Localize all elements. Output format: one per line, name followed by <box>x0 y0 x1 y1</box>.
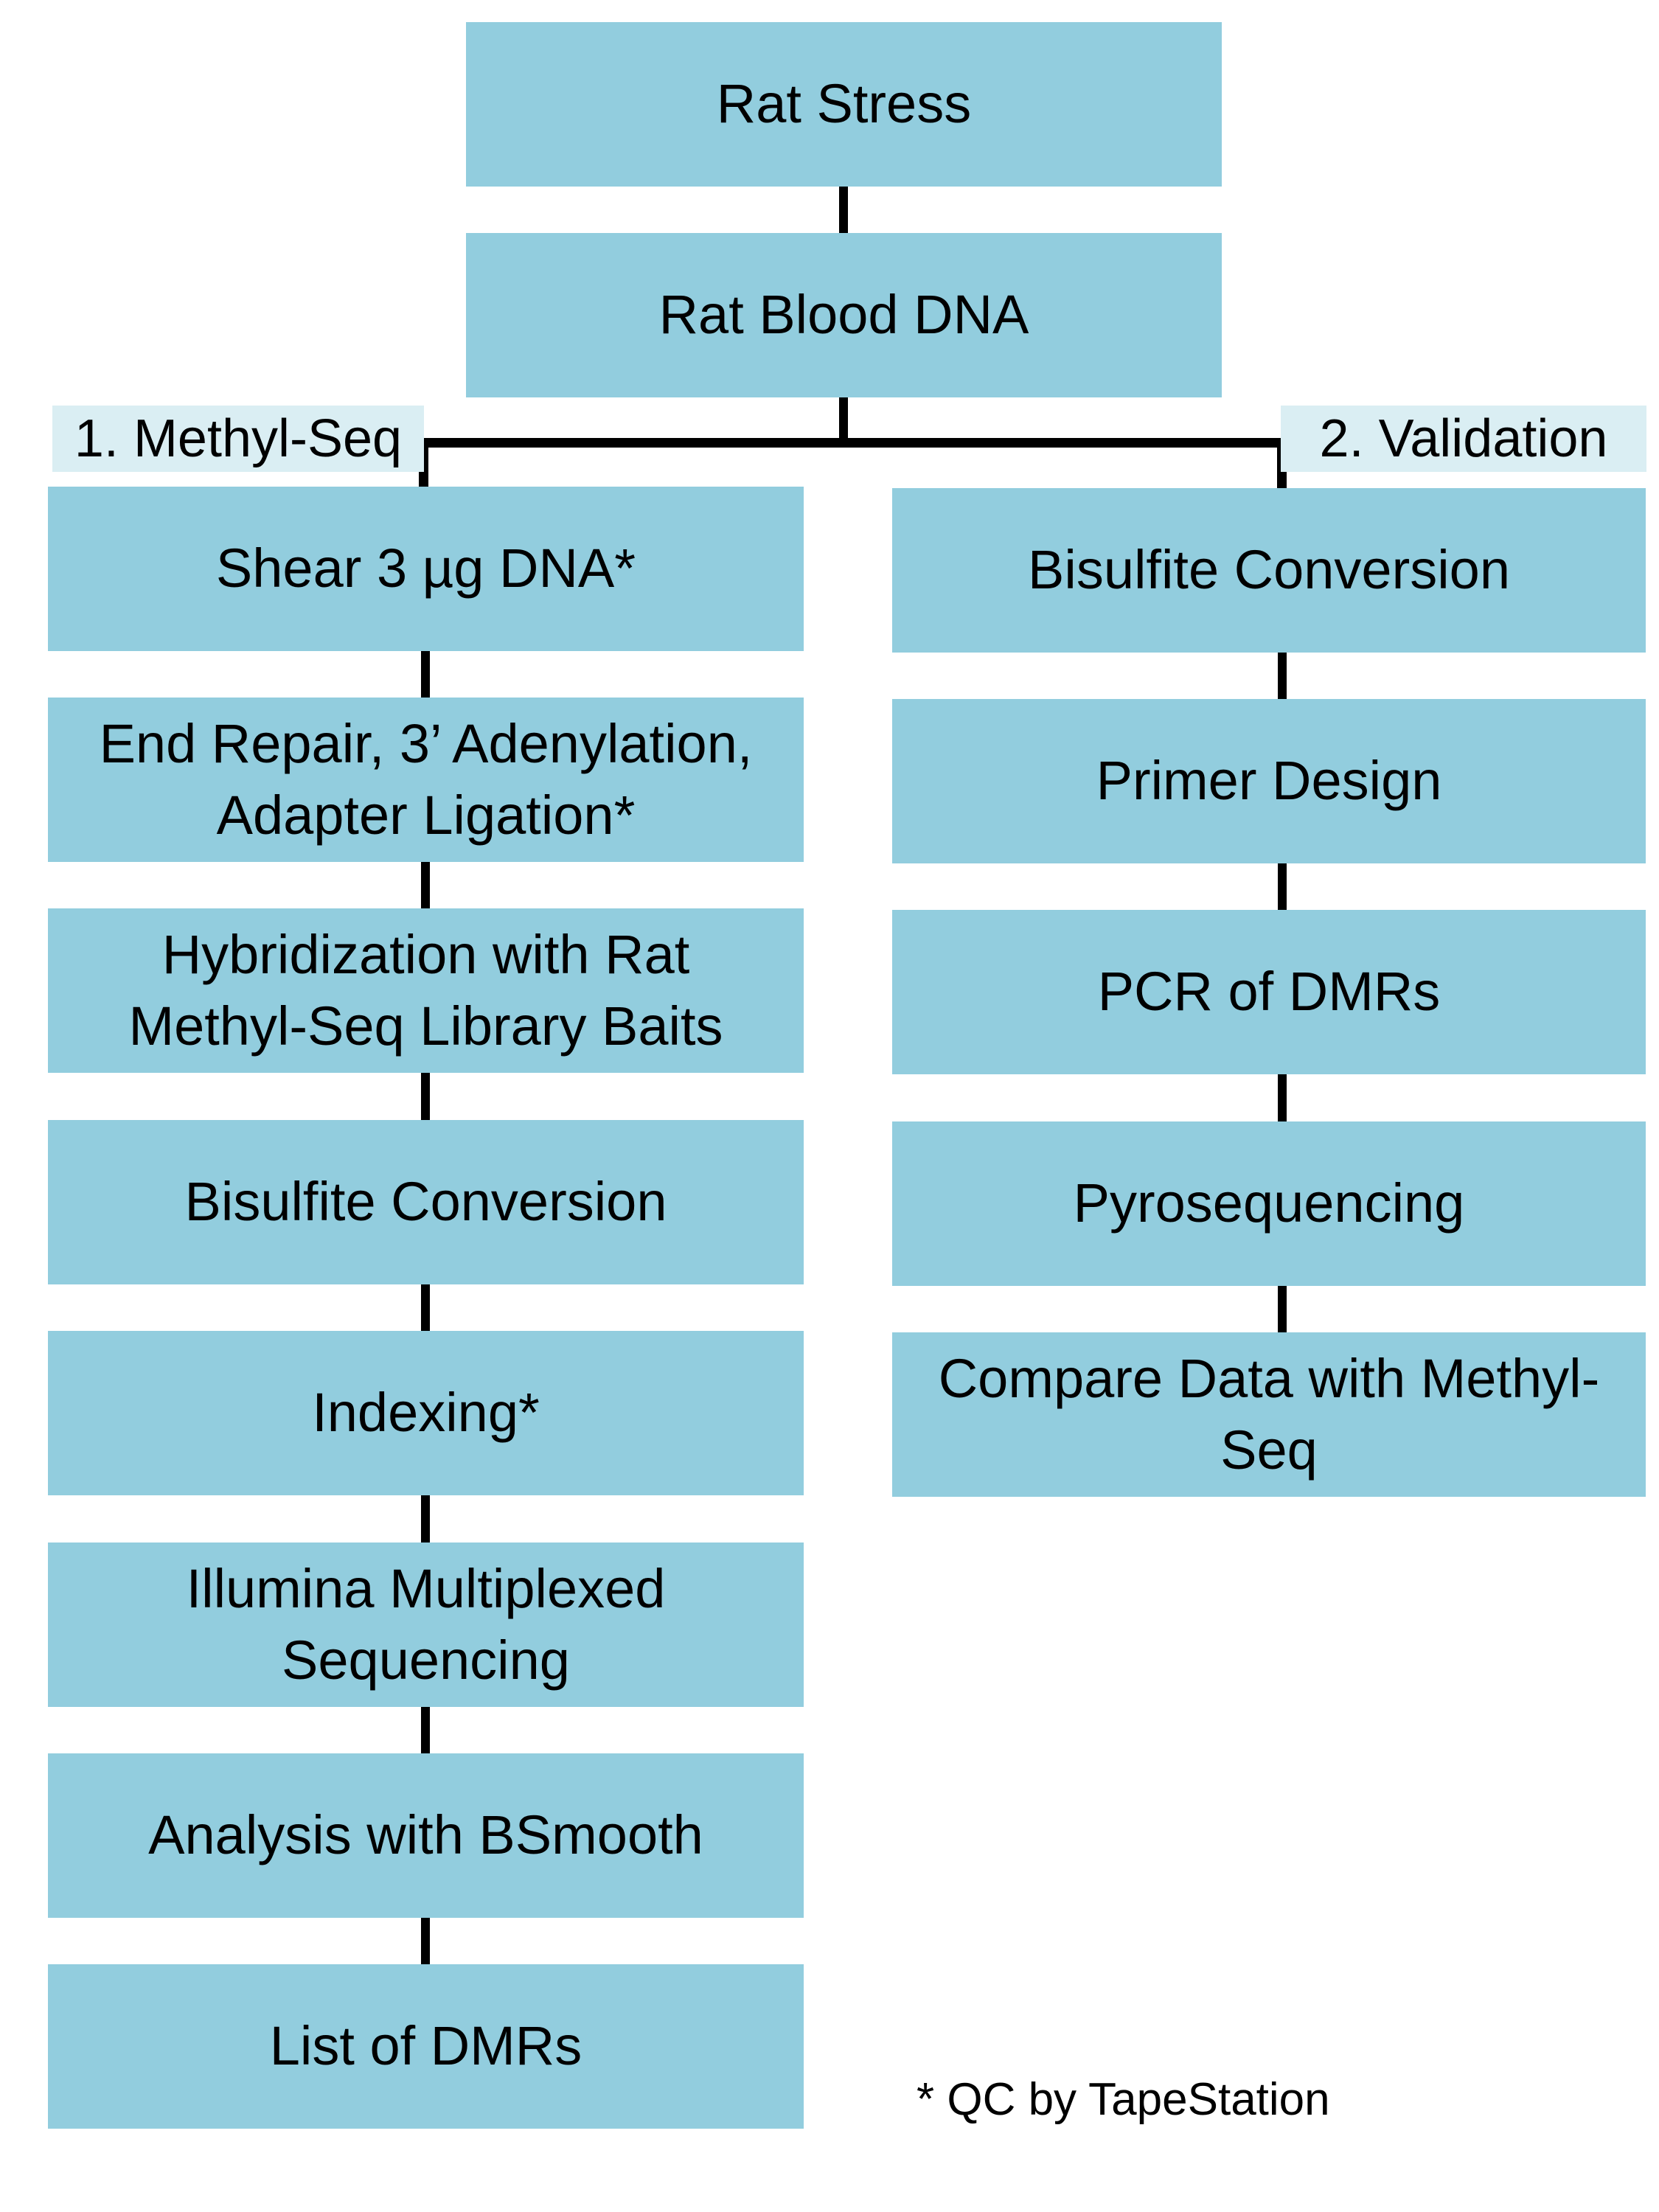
branch-label-methyl-seq: 1. Methyl-Seq <box>52 406 424 472</box>
connector-validation-1 <box>1278 653 1287 699</box>
node-rat-blood-dna: Rat Blood DNA <box>466 233 1222 397</box>
node-illumina-sequencing: Illumina Multiplexed Sequencing <box>48 1543 804 1707</box>
connector-blood-dna-stub <box>839 397 848 440</box>
node-pcr-of-dmrs: PCR of DMRs <box>892 910 1646 1074</box>
node-bisulfite-conversion-validation: Bisulfite Conversion <box>892 488 1646 653</box>
connector-methyl-1 <box>421 651 430 698</box>
connector-methyl-2 <box>421 862 430 908</box>
footnote-qc-tapestation: * QC by TapeStation <box>917 2074 1330 2125</box>
connector-methyl-6 <box>421 1707 430 1753</box>
connector-methyl-4 <box>421 1284 430 1331</box>
node-end-repair-adapter-ligation: End Repair, 3’ Adenylation, Adapter Liga… <box>48 698 804 862</box>
connector-methyl-5 <box>421 1495 430 1543</box>
connector-validation-3 <box>1278 1074 1287 1121</box>
node-hybridization-baits: Hybridization with Rat Methyl-Seq Librar… <box>48 908 804 1073</box>
node-bsmooth-analysis: Analysis with BSmooth <box>48 1753 804 1918</box>
branch-label-validation: 2. Validation <box>1281 406 1646 472</box>
node-indexing: Indexing* <box>48 1331 804 1495</box>
node-pyrosequencing: Pyrosequencing <box>892 1121 1646 1286</box>
node-primer-design: Primer Design <box>892 699 1646 863</box>
node-bisulfite-conversion-methylseq: Bisulfite Conversion <box>48 1120 804 1284</box>
connector-validation-2 <box>1278 863 1287 910</box>
node-compare-data: Compare Data with Methyl- Seq <box>892 1332 1646 1497</box>
branch-line-horizontal <box>419 438 1287 448</box>
node-shear-dna: Shear 3 µg DNA* <box>48 487 804 651</box>
node-rat-stress: Rat Stress <box>466 22 1222 187</box>
connector-validation-4 <box>1278 1286 1287 1332</box>
connector-methyl-3 <box>421 1073 430 1120</box>
connector-rat-stress-to-blood-dna <box>839 187 848 233</box>
connector-methyl-7 <box>421 1918 430 1964</box>
node-list-of-dmrs: List of DMRs <box>48 1964 804 2129</box>
